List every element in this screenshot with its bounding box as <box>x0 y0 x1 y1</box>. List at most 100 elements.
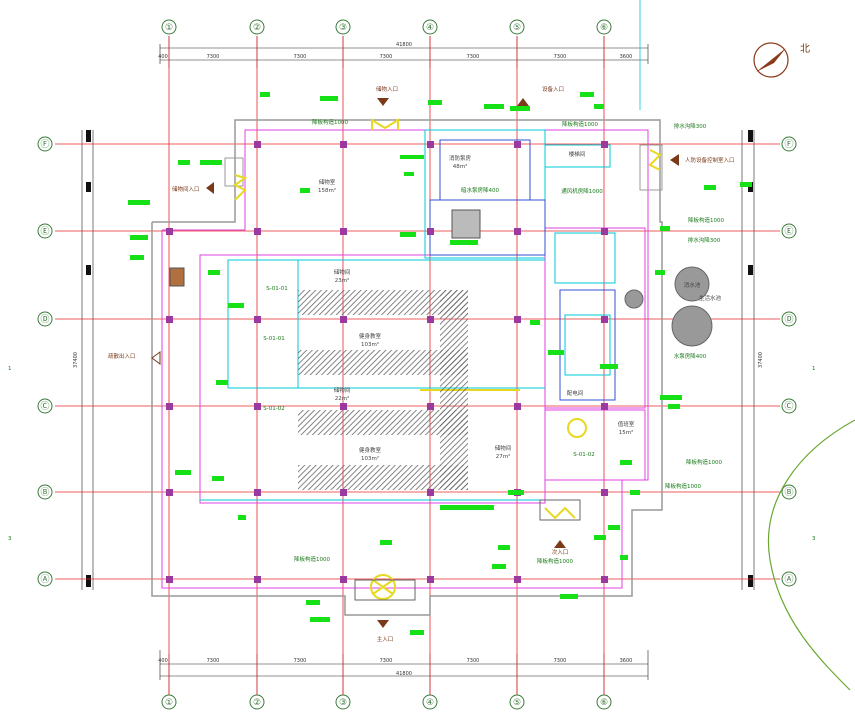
room-stair: 楼梯间 <box>569 150 586 158</box>
note-6: 排水沟降300 <box>688 236 721 244</box>
room-5-area: 27m² <box>496 453 511 460</box>
entry-top-right-label: 设备入口 <box>542 85 564 93</box>
room-3-area: 22m² <box>335 395 350 402</box>
interior-walls <box>199 129 646 521</box>
axis-label-C-left: Ⓒ <box>40 401 49 412</box>
dim-top-2: 7300 <box>294 54 307 60</box>
dim-top-0: 400 <box>158 54 168 60</box>
axis-label-F-left: Ⓕ <box>40 139 49 150</box>
note-13: S-01-01 <box>266 286 287 292</box>
note-7: 通风机房降1000 <box>561 187 603 195</box>
room-7: 配电间 <box>567 389 584 397</box>
axis-label-2-bottom: ② <box>253 698 261 708</box>
top-dimension-lines <box>159 36 649 68</box>
note-16: S-01-02 <box>263 406 284 412</box>
axis-label-D-left: Ⓓ <box>40 314 49 325</box>
side-dim-left: 37400 <box>73 352 79 368</box>
axis-label-B-right: Ⓑ <box>784 487 793 498</box>
pump-label-2: 生活水池 <box>699 294 722 302</box>
note-10: 降板构造1000 <box>665 482 701 490</box>
axis-label-4-bottom: ④ <box>426 698 434 708</box>
right-side-mark-3: 3 <box>812 536 816 542</box>
axis-label-D-right: Ⓓ <box>784 314 793 325</box>
right-side-mark-1: 1 <box>812 366 816 372</box>
note-15: S-01-02 <box>573 452 594 458</box>
right-axis-bubbles: Ⓕ Ⓔ Ⓓ Ⓒ Ⓑ Ⓐ <box>781 136 797 587</box>
left-side-mark-1: 1 <box>8 366 12 372</box>
axis-label-3-bottom: ③ <box>339 698 347 708</box>
green-notes: 降板构造1000 降板构造1000 暗水泵房降400 排水沟降300 降板构造1… <box>263 118 724 565</box>
note-14: S-01-01 <box>263 336 284 342</box>
room-4: 健身教室 <box>359 446 382 454</box>
overall-width-top: 41800 <box>396 42 412 48</box>
structural-columns <box>166 141 608 583</box>
axis-label-1-top: ① <box>165 23 173 33</box>
room-3: 储物间 <box>334 386 351 394</box>
room-pump-area: 48m² <box>453 163 468 170</box>
note-11: 降板构造1000 <box>294 555 330 563</box>
dim-top-6: 3600 <box>620 54 633 60</box>
room-1-area: 23m² <box>335 277 350 284</box>
axis-label-3-top: ③ <box>339 23 347 33</box>
dim-bottom-1: 7300 <box>207 658 220 664</box>
axis-label-F-right: Ⓕ <box>784 139 793 150</box>
entry-bottom-label: 主入口 <box>377 635 394 643</box>
note-12: 降板构造1000 <box>537 557 573 565</box>
pump-label-1: 消水池 <box>684 281 701 289</box>
entry-right-label: 人防设备控制室入口 <box>685 156 735 164</box>
green-tags <box>128 92 752 635</box>
dim-bottom-0: 400 <box>158 658 168 664</box>
room-1: 储物间 <box>334 268 351 276</box>
dim-top-4: 7300 <box>467 54 480 60</box>
note-4: 排水沟降300 <box>674 122 707 130</box>
entry-bottom-right-label: 次入口 <box>552 548 569 556</box>
axis-label-A-left: Ⓐ <box>40 574 49 585</box>
axis-label-2-top: ② <box>253 23 261 33</box>
left-side-mark-3: 3 <box>8 536 12 542</box>
entry-left-mid-label: 疏散出入口 <box>108 352 136 360</box>
entry-arrows <box>151 98 679 628</box>
axis-label-6-top: ⑥ <box>600 23 608 33</box>
left-axis-bubbles: Ⓕ Ⓔ Ⓓ Ⓒ Ⓑ Ⓐ <box>37 136 53 587</box>
room-2-area: 103m² <box>361 341 379 348</box>
entry-left-upper-label: 储物间入口 <box>172 185 200 193</box>
dim-top-5: 7300 <box>554 54 567 60</box>
dim-bottom-6: 3600 <box>620 658 633 664</box>
room-storage-area: 158m² <box>318 187 336 194</box>
axis-label-E-left: Ⓔ <box>40 226 49 237</box>
room-pump: 消防泵房 <box>449 154 472 162</box>
dim-top-1: 7300 <box>207 54 220 60</box>
side-dim-right: 37400 <box>758 352 764 368</box>
north-arrow-icon <box>753 42 789 78</box>
room-storage: 储物室 <box>319 178 336 186</box>
room-4-area: 103m² <box>361 455 379 462</box>
axis-label-E-right: Ⓔ <box>784 226 793 237</box>
axis-label-1-bottom: ① <box>165 698 173 708</box>
axis-label-5-top: ⑤ <box>513 23 521 33</box>
dim-top-3: 7300 <box>380 54 393 60</box>
overall-width-bottom: 41800 <box>396 671 412 677</box>
room-labels: 储物室 158m² 储物间 23m² 健身教室 103m² 储物间 22m² 健… <box>318 150 635 462</box>
note-5: 降板构造1000 <box>688 216 724 224</box>
dim-bottom-4: 7300 <box>467 658 480 664</box>
door-symbols <box>233 118 662 600</box>
note-1: 降板构造1000 <box>312 118 348 126</box>
building-outline <box>151 119 663 616</box>
axis-label-C-right: Ⓒ <box>784 401 793 412</box>
dim-bottom-3: 7300 <box>380 658 393 664</box>
note-2: 降板构造1000 <box>562 120 598 128</box>
site-boundary-curve <box>768 419 855 691</box>
axis-label-B-left: Ⓑ <box>40 487 49 498</box>
room-5: 储物间 <box>495 444 512 452</box>
room-2: 健身教室 <box>359 332 382 340</box>
ramp-hatching <box>298 290 468 490</box>
note-9: 降板构造1000 <box>686 458 722 466</box>
axis-label-6-bottom: ⑥ <box>600 698 608 708</box>
axis-label-5-bottom: ⑤ <box>513 698 521 708</box>
top-axis-bubbles: ① ② ③ ④ ⑤ ⑥ <box>161 19 612 35</box>
bottom-axis-bubbles: ① ② ③ ④ ⑤ ⑥ <box>161 694 612 710</box>
north-label: 北 <box>800 43 810 55</box>
side-dimension-lines <box>81 130 755 590</box>
